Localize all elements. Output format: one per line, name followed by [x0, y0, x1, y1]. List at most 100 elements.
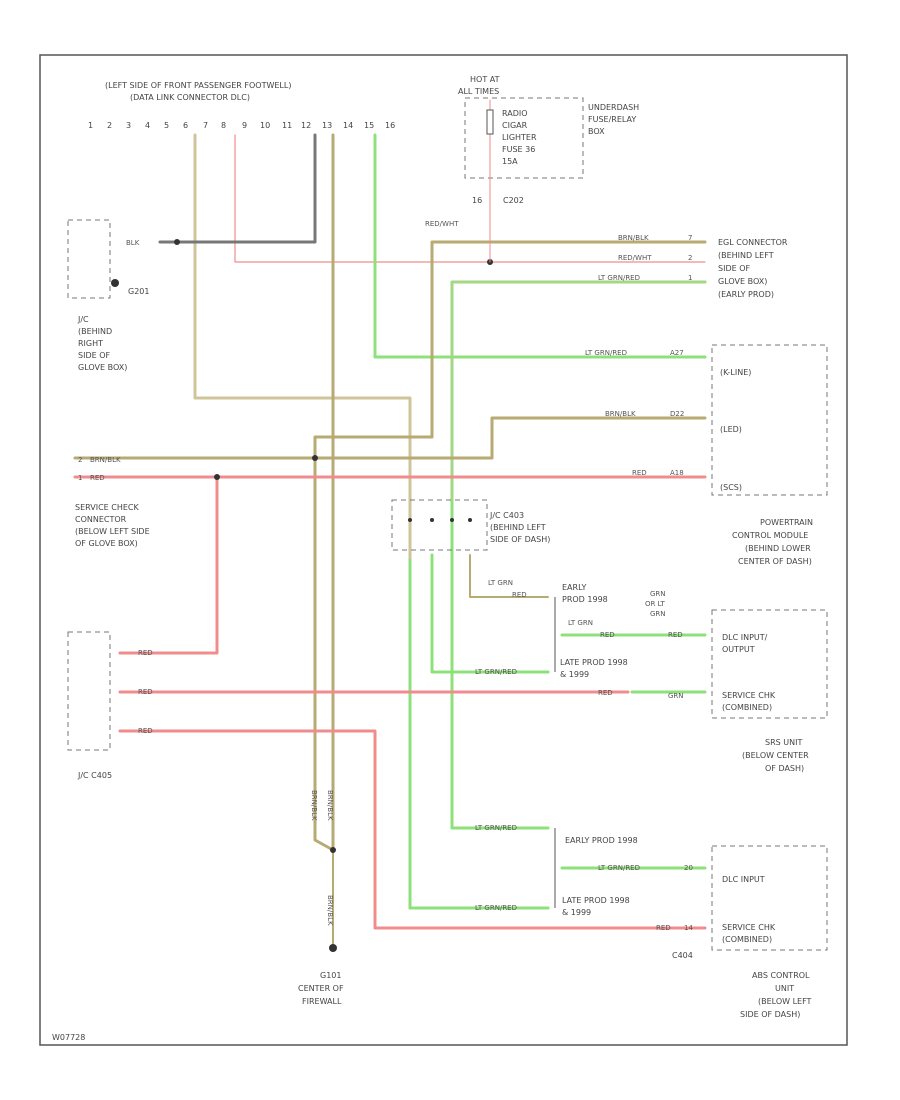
- srs-unit-label-0: SRS UNIT: [765, 738, 802, 747]
- dlc-pin-number: 5: [164, 121, 169, 130]
- jc-right-wire: BLK: [126, 239, 140, 247]
- wire-c403-early: [469, 554, 549, 598]
- wire-c403-late: [430, 553, 550, 674]
- jc-c405-label: J/C C405: [77, 771, 112, 780]
- pcm-row-2-wire: RED: [632, 469, 647, 477]
- egl-row-1-pin: 2: [688, 254, 692, 262]
- g101-label-2: FIREWALL: [302, 997, 342, 1006]
- srs-service-1: (COMBINED): [722, 703, 772, 712]
- pcm-row-0-pin: A27: [670, 349, 684, 357]
- fuse-box-label-1: FUSE/RELAY: [588, 115, 636, 124]
- splice-g101-top: [330, 847, 336, 853]
- abs-label-0: ABS CONTROL: [752, 971, 810, 980]
- jc-right-ground: G201: [128, 287, 149, 296]
- jc-right-label-2: RIGHT: [78, 339, 103, 348]
- srs-or-wire-0: GRN: [650, 590, 666, 598]
- wire-jc405-red-1: [118, 475, 219, 655]
- fuse-box-label-2: BOX: [588, 127, 605, 136]
- pcm-label-1: CONTROL MODULE: [732, 531, 808, 540]
- fuse-hot: HOT AT: [470, 75, 500, 84]
- jc-c403-pin-3: [450, 518, 454, 522]
- pcm-outline: [711, 344, 828, 496]
- fuse-box-outline: [464, 97, 584, 179]
- wire-pin9-red-wht: [234, 134, 706, 263]
- wire-pin16-green: [373, 133, 707, 359]
- jc-c403-label-0: J/C C403: [489, 511, 524, 520]
- wire-jc405-red-3: [118, 729, 707, 930]
- jc-c403-pin-2: [430, 518, 434, 522]
- abs-late-wire: LT GRN/RED: [475, 904, 517, 912]
- jc-c405-wire-1: RED: [138, 688, 153, 696]
- srs-or-wire-2: GRN: [650, 610, 666, 618]
- abs-early-wire: LT GRN/RED: [598, 864, 640, 872]
- ground-g101: BRN/BLK BRN/BLK BRN/BLK G101 CENTER OF F…: [298, 790, 344, 1006]
- dlc-pin-number: 10: [260, 121, 270, 130]
- srs-late-wire: LT GRN/RED: [475, 668, 517, 676]
- pcm-row-1-wire: BRN/BLK: [605, 410, 636, 418]
- jc-c403-pin-1: [408, 518, 412, 522]
- scs-label-3: OF GLOVE BOX): [75, 539, 138, 548]
- srs-early-1: PROD 1998: [562, 595, 608, 604]
- wire-pin12-blk: [158, 133, 317, 244]
- pcm-row-2-name: (SCS): [720, 483, 742, 492]
- fuse-line-3: FUSE 36: [502, 145, 535, 154]
- egl-row-0-pin: 7: [688, 234, 692, 242]
- scs-wire-bottom: RED: [90, 474, 105, 482]
- ground-g101-dot: [329, 944, 337, 952]
- jc-right-of-glovebox: BLK G201 J/C (BEHIND RIGHT SIDE OF GLOVE…: [67, 219, 149, 372]
- scs-wire-top: BRN/BLK: [90, 456, 121, 464]
- fuse-line-4: 15A: [502, 157, 518, 166]
- fuse-line-2: LIGHTER: [502, 133, 537, 142]
- abs-service-0: SERVICE CHK: [722, 923, 776, 932]
- pcm-row-0-name: (K-LINE): [720, 368, 751, 377]
- fuse-line-0: RADIO: [502, 109, 528, 118]
- abs-service-1: (COMBINED): [722, 935, 772, 944]
- pcm-label-0: POWERTRAIN: [760, 518, 813, 527]
- srs-service-0: SERVICE CHK: [722, 691, 776, 700]
- g101-wire-a: BRN/BLK: [310, 790, 318, 821]
- egl-row-0-wire: BRN/BLK: [618, 234, 649, 242]
- srs-mid-wire-2: RED: [600, 631, 615, 639]
- wire-egl-lt-grn: [450, 280, 707, 830]
- fuse-symbol: [486, 109, 494, 135]
- splice-brn-blk: [312, 455, 318, 461]
- dlc-pin-number: 9: [242, 121, 247, 130]
- jc-c403-label-2: SIDE OF DASH): [490, 535, 550, 544]
- jc-right-label-3: SIDE OF: [78, 351, 110, 360]
- srs-outline: [711, 609, 828, 719]
- underdash-fuse-box: HOT AT ALL TIMES RADIO CIGAR LIGHTER FUS…: [425, 75, 639, 263]
- scs-pin-top: 2: [78, 456, 82, 464]
- pcm-row-2-pin: A18: [670, 469, 684, 477]
- jc-c405: RED RED RED J/C C405: [67, 631, 153, 780]
- dlc-connector: (LEFT SIDE OF FRONT PASSENGER FOOTWELL) …: [88, 81, 395, 130]
- jc-c403-pin-4: [468, 518, 472, 522]
- jc-right-label-0: J/C: [77, 315, 89, 324]
- srs-unit: LT GRN RED EARLY PROD 1998 LT GRN RED GR…: [475, 579, 828, 773]
- fuse-pin: 16: [472, 196, 482, 205]
- splice-blk: [174, 239, 180, 245]
- egl-row-1-wire: RED/WHT: [618, 254, 652, 262]
- abs-label-2: (BELOW LEFT: [758, 997, 812, 1006]
- abs-outline: [711, 845, 828, 951]
- egl-row-2-wire: LT GRN/RED: [598, 274, 640, 282]
- diagram-frame: [39, 54, 848, 1046]
- fuse-conn: C202: [503, 196, 524, 205]
- egl-row-2-pin: 1: [688, 274, 692, 282]
- srs-red-pin: RED: [598, 689, 613, 697]
- ground-g201-dot: [111, 279, 119, 287]
- jc-right-outline: [67, 219, 111, 299]
- dlc-pin-number: 3: [126, 121, 131, 130]
- egl-connector: BRN/BLK 7 RED/WHT 2 LT GRN/RED 1 EGL CON…: [598, 234, 788, 299]
- srs-unit-label-2: OF DASH): [765, 764, 804, 773]
- abs-label-1: UNIT: [775, 984, 794, 993]
- dlc-title-2: (DATA LINK CONNECTOR DLC): [130, 93, 250, 102]
- srs-or-wire-1: OR LT: [645, 600, 666, 608]
- g101-label-1: CENTER OF: [298, 984, 344, 993]
- jc-c403: J/C C403 (BEHIND LEFT SIDE OF DASH): [391, 499, 550, 551]
- abs-label-3: SIDE OF DASH): [740, 1010, 800, 1019]
- jc-c405-wire-2: RED: [138, 727, 153, 735]
- srs-early-wire-1: RED: [512, 591, 527, 599]
- pcm-label-3: CENTER OF DASH): [738, 557, 812, 566]
